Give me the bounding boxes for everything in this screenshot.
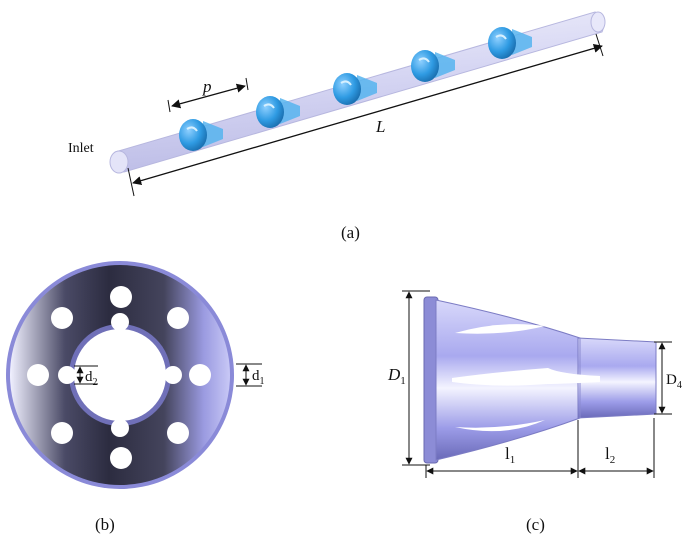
- length-label: L: [375, 117, 385, 136]
- outer-hole: [27, 364, 49, 386]
- panel-a: p L Inlet (a): [68, 11, 606, 242]
- inner-hole: [164, 366, 182, 384]
- outer-hole: [110, 447, 132, 469]
- caption-b: (b): [95, 515, 115, 534]
- D1-label: D1: [387, 365, 406, 387]
- l1-label: l1: [505, 444, 515, 466]
- outer-hole: [167, 422, 189, 444]
- caption-c: (c): [526, 515, 545, 534]
- inner-hole: [58, 366, 76, 384]
- outer-hole: [167, 307, 189, 329]
- l1-l2-dimension: [425, 418, 655, 478]
- slot: [455, 420, 545, 432]
- slot: [452, 368, 600, 386]
- tube-outlet-end: [590, 11, 606, 33]
- outer-hole: [110, 286, 132, 308]
- inner-hole: [111, 313, 129, 331]
- length-dimension: [127, 33, 604, 197]
- D1-dimension: [402, 290, 430, 466]
- panel-b: d2 d1 (b): [6, 261, 265, 534]
- D4-dimension: [654, 341, 672, 415]
- outer-hole: [51, 422, 73, 444]
- d1-dimension: [236, 363, 262, 387]
- inner-hole: [111, 419, 129, 437]
- outer-hole: [189, 364, 211, 386]
- outer-holes: [27, 286, 211, 469]
- caption-a: (a): [341, 223, 360, 242]
- pitch-label: p: [202, 77, 212, 96]
- inlet-label: Inlet: [68, 141, 94, 156]
- tube-inlet-end: [109, 150, 129, 174]
- inner-holes: [58, 313, 182, 437]
- d2-dimension: [74, 365, 98, 385]
- cone-slots: [452, 324, 600, 432]
- center-bore: [74, 329, 166, 421]
- d2-label: d2: [85, 369, 98, 388]
- D4-label: D4: [666, 372, 682, 391]
- l2-label: l2: [605, 444, 615, 466]
- slot: [455, 324, 545, 334]
- panel-c: D1 D4 l1 l2 (c): [387, 290, 682, 534]
- outer-hole: [51, 307, 73, 329]
- d1-label: d1: [252, 368, 265, 387]
